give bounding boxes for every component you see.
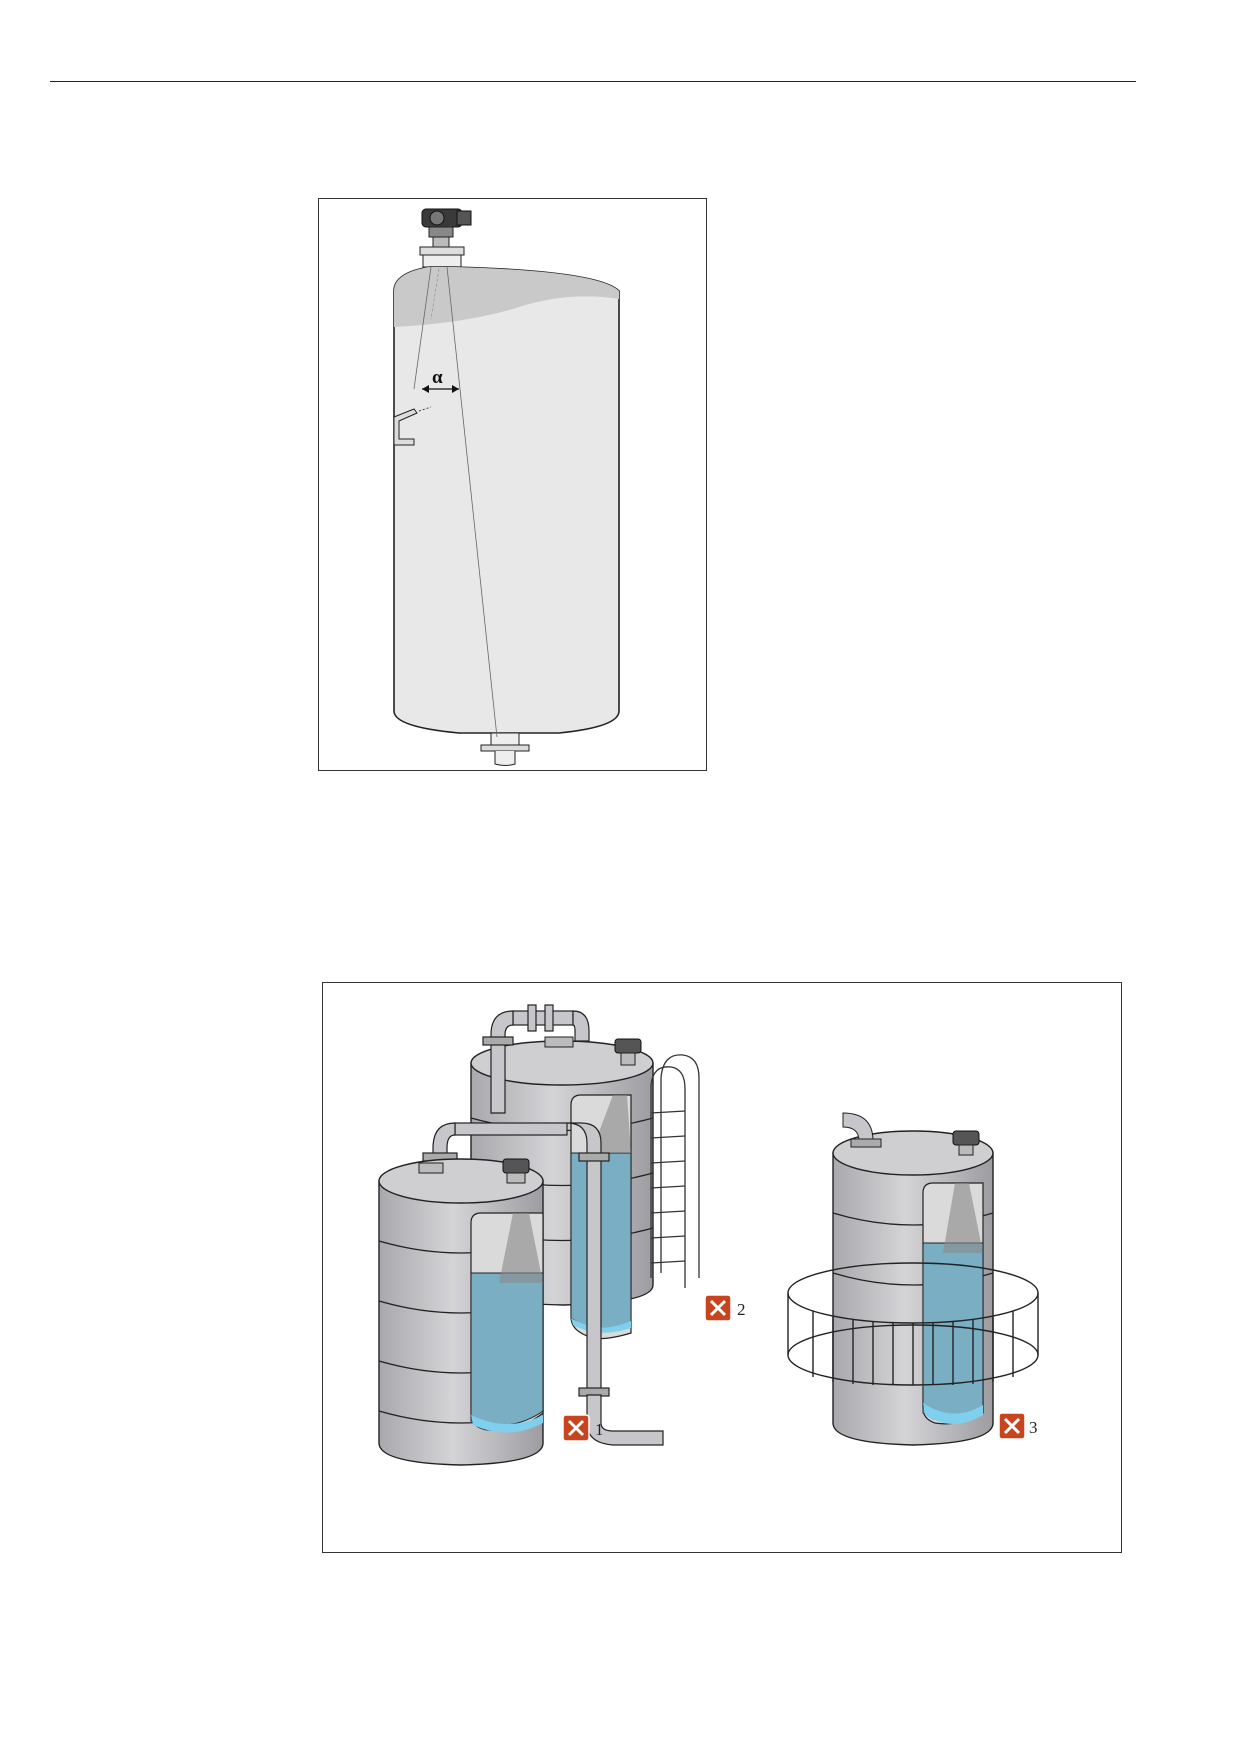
bottom-nozzle [480, 732, 530, 766]
alpha-label: α [432, 367, 443, 388]
ladder [650, 1054, 700, 1288]
marker-3: 3 [998, 1412, 1038, 1440]
marker-2-label: 2 [737, 1300, 746, 1319]
piping [422, 1004, 664, 1446]
header-rule [50, 81, 1136, 82]
marker-2: 2 [704, 1294, 746, 1322]
railing [787, 1262, 1039, 1386]
transmitter-icon [419, 208, 472, 268]
figure-installation-obstacles: 1 2 3 [322, 982, 1122, 1553]
wall-bracket [393, 406, 432, 446]
tank-1 [378, 1158, 544, 1466]
tank-3 [787, 1112, 1039, 1446]
tank-roof [394, 267, 619, 327]
figure-beam-angle: α [318, 198, 707, 771]
marker-1: 1 [562, 1414, 604, 1442]
marker-1-label: 1 [595, 1420, 604, 1439]
tanks-illustration: 1 2 3 [378, 1004, 1039, 1466]
tank-beam-illustration: α [393, 208, 620, 766]
marker-3-label: 3 [1029, 1418, 1038, 1437]
tank-body [393, 266, 620, 734]
